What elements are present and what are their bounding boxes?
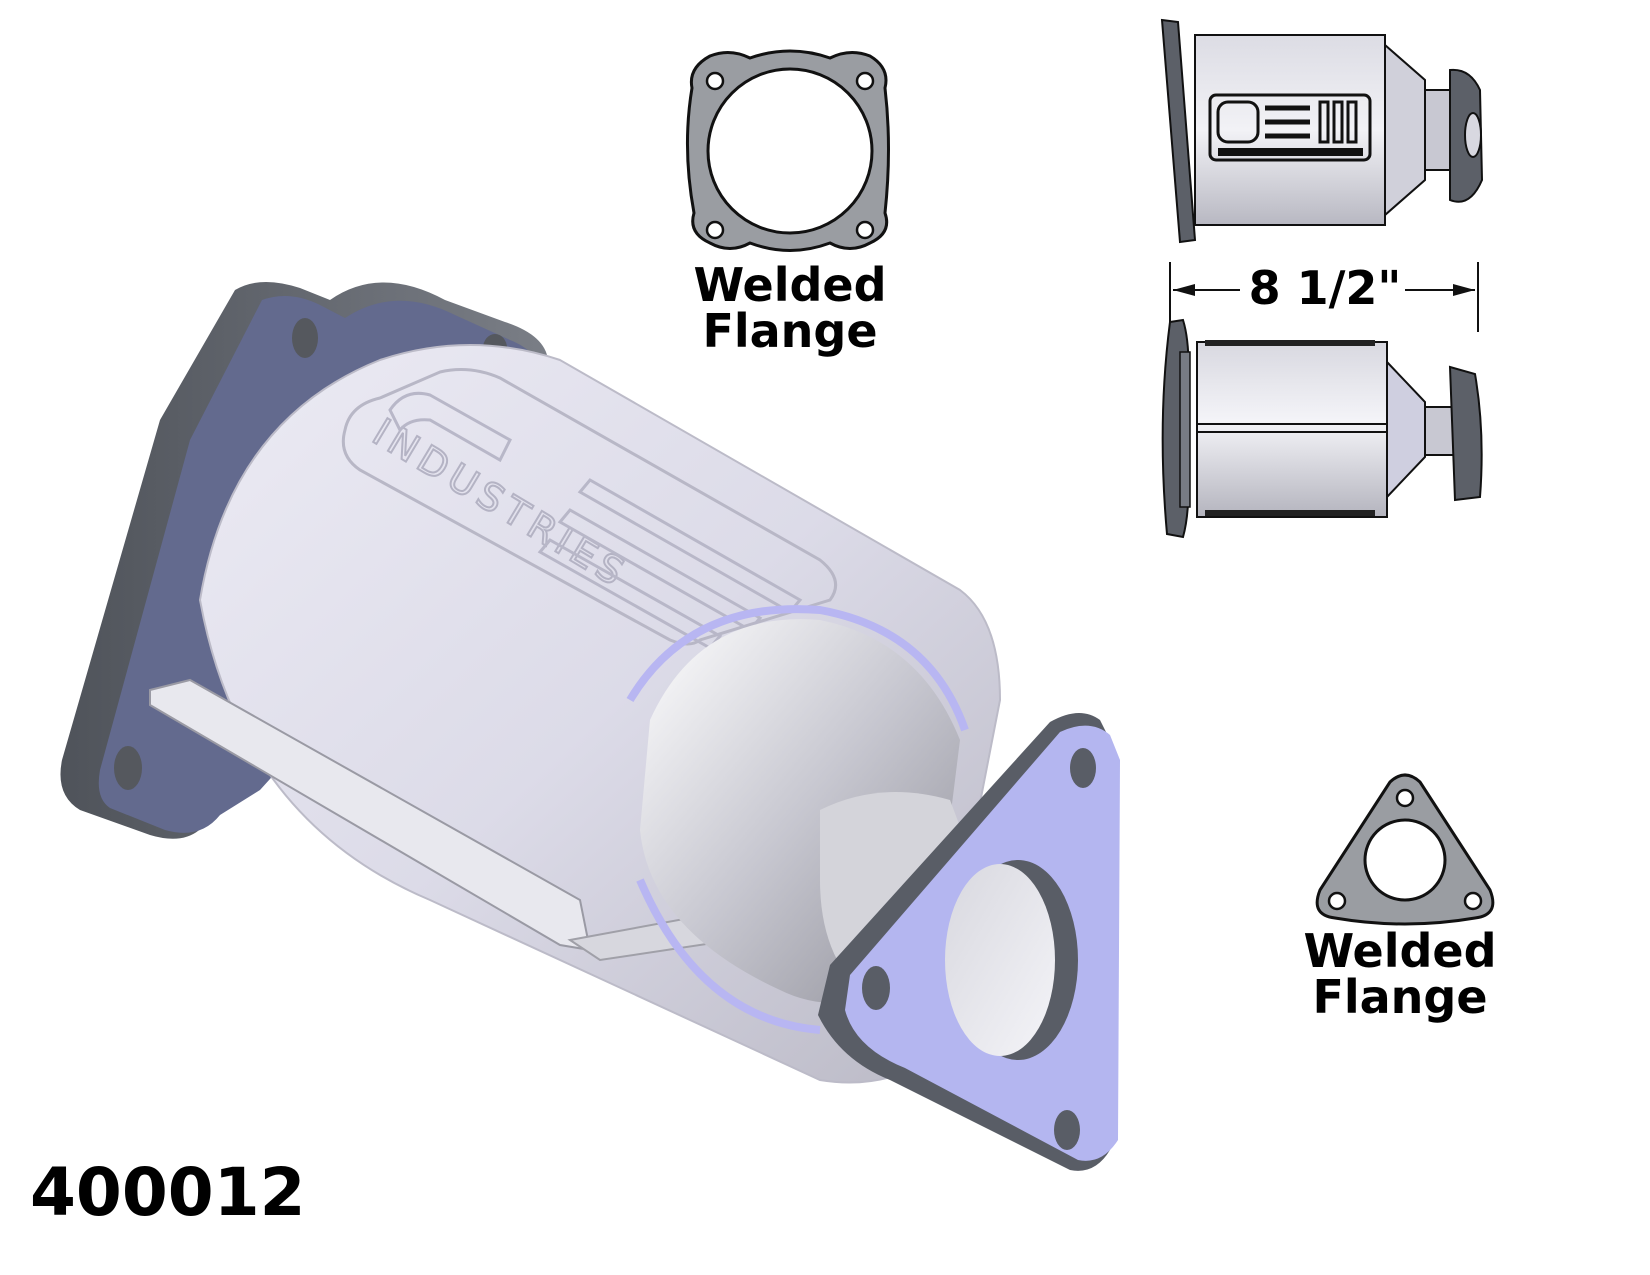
part-number: 400012: [30, 1154, 306, 1231]
bolt-hole: [292, 318, 318, 358]
inlet-flange-label: Welded Flange: [680, 262, 900, 354]
outlet-flange-label-line2: Flange: [1312, 970, 1488, 1024]
bolt-hole: [705, 71, 725, 91]
inlet-flange-label-line2: Flange: [702, 304, 878, 358]
side-view-diagram: [1161, 318, 1483, 539]
bolt-hole: [1463, 891, 1483, 911]
bolt-hole: [862, 966, 890, 1010]
inlet-gasket-diagram: [685, 49, 890, 252]
bolt-hole: [114, 746, 142, 790]
logo-emboss-plate: [341, 368, 838, 646]
outlet-flange-label: Welded Flange: [1295, 928, 1505, 1020]
bolt-hole: [855, 220, 875, 240]
bolt-hole: [1070, 748, 1096, 788]
length-dimension-label: 8 1/2": [1248, 261, 1402, 315]
dimension-line: [1169, 262, 1479, 332]
inlet-flange-label-line1: Welded: [693, 258, 887, 312]
outlet-flange-label-line1: Welded: [1303, 924, 1497, 978]
top-view-diagram: [1160, 18, 1484, 244]
bolt-hole: [1054, 1110, 1080, 1150]
outlet-gasket-diagram: [1315, 773, 1495, 926]
bolt-hole: [1395, 788, 1415, 808]
bolt-hole: [705, 220, 725, 240]
outlet-flange-3d: [818, 712, 1120, 1171]
bolt-hole: [855, 71, 875, 91]
logo-plate: [1208, 93, 1372, 162]
bolt-hole: [1327, 891, 1347, 911]
